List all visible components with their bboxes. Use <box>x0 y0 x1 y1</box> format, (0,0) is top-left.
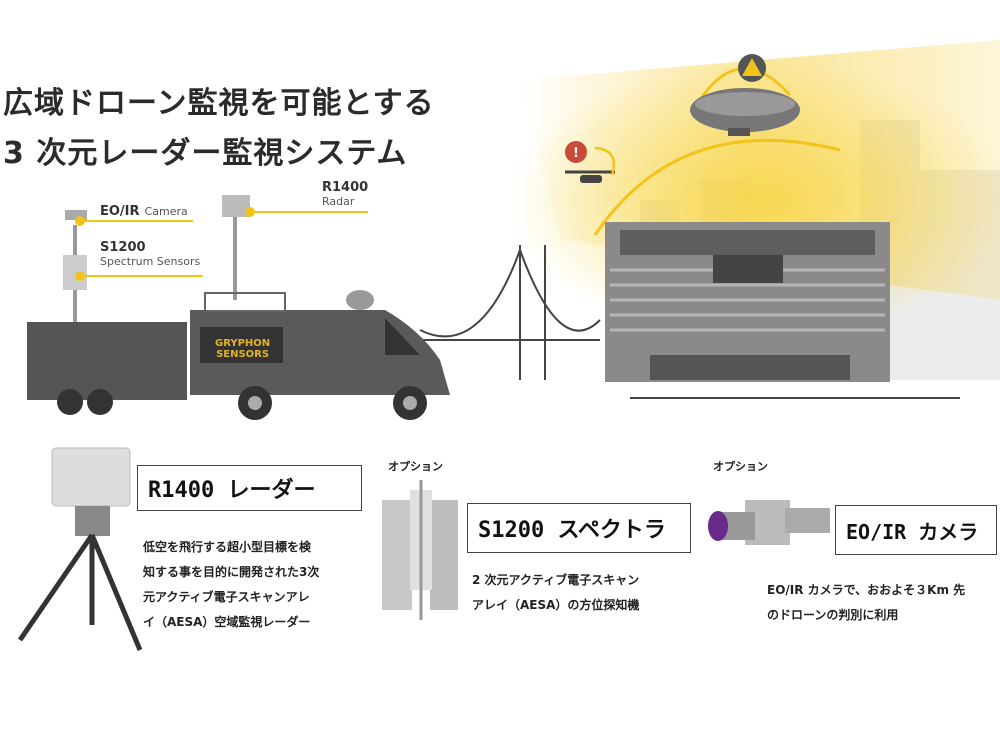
eoir-label-name: EO/IR <box>100 204 140 219</box>
blimp-icon <box>690 88 800 136</box>
desc-line: 2 次元アクティブ電子スキャン <box>472 573 640 587</box>
van <box>190 290 450 420</box>
van-logo-line1: GRYPHON <box>215 338 271 349</box>
eoir-title-box: EO/IR カメラ <box>835 505 997 555</box>
eoir-camera-image <box>708 500 830 545</box>
r1400-description: 低空を飛行する超小型目標を検 知する事を目的に開発された3次 元アクティブ電子ス… <box>143 535 319 635</box>
r1400-radar-image <box>17 447 143 651</box>
s1200-option-label: オプション <box>388 460 443 473</box>
s1200-sensor-image <box>382 480 458 620</box>
s1200-label-name: S1200 <box>100 240 146 255</box>
svg-text:!: ! <box>573 146 579 161</box>
r1400-title-box: R1400 レーダー <box>137 465 362 511</box>
eoir-label: EO/IR Camera <box>100 200 188 219</box>
r1400-label-name: R1400 <box>322 180 369 195</box>
s1200-description: 2 次元アクティブ電子スキャン アレイ（AESA）の方位探知機 <box>472 568 639 618</box>
bridge <box>410 245 601 380</box>
r1400-label-sub: Radar <box>322 195 355 208</box>
label-leaders <box>80 211 368 277</box>
desc-line: のドローンの判別に利用 <box>767 608 899 622</box>
eoir-description: EO/IR カメラで、おおよそ３Km 先 のドローンの判別に利用 <box>767 578 965 628</box>
s1200-label-sub: Spectrum Sensors <box>100 255 201 268</box>
drone-icon: ! <box>565 141 616 183</box>
warning-triangle-icon <box>738 54 766 82</box>
eoir-option-label: オプション <box>713 460 768 473</box>
s1200-title-box: S1200 スペクトラ <box>467 503 691 553</box>
coverage-arc <box>593 138 841 236</box>
desc-line: EO/IR カメラで、おおよそ３Km 先 <box>767 583 966 597</box>
eoir-label-sub: Camera <box>144 205 188 218</box>
page-title-line1: 広域ドローン監視を可能とする <box>3 86 435 121</box>
desc-line: イ（AESA）空域監視レーダー <box>143 615 311 629</box>
desc-line: 知する事を目的に開発された3次 <box>143 565 320 579</box>
page-title-line2: 3 次元レーダー監視システム <box>3 136 408 171</box>
van-logo-line2: SENSORS <box>216 349 270 360</box>
desc-line: アレイ（AESA）の方位探知機 <box>472 598 640 612</box>
desc-line: 元アクティブ電子スキャンアレ <box>143 590 310 604</box>
desc-line: 低空を飛行する超小型目標を検 <box>143 540 312 554</box>
stadium <box>605 222 960 399</box>
trailer <box>27 195 250 415</box>
